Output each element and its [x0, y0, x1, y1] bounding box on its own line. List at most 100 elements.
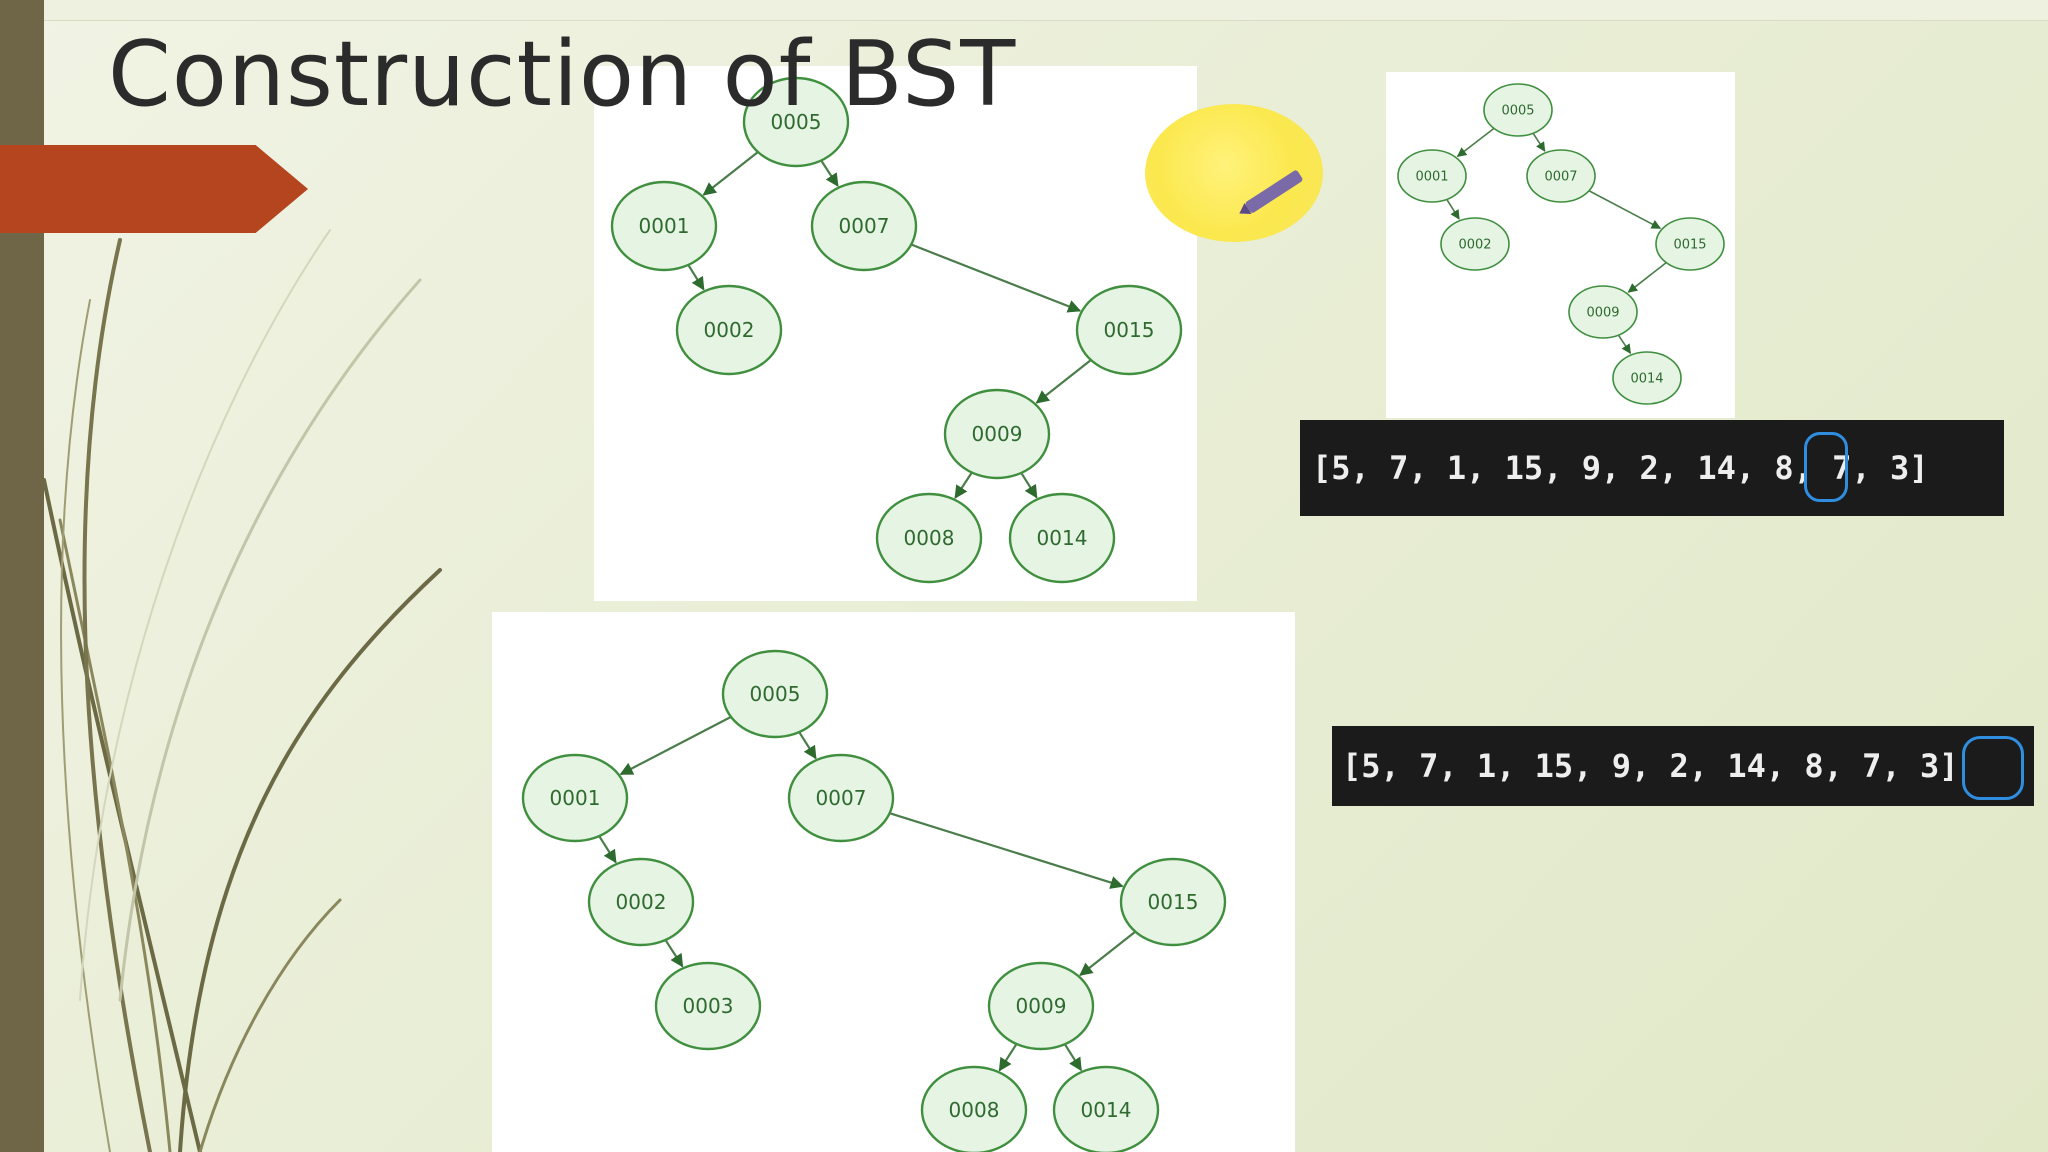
node-label: 0005	[750, 682, 801, 706]
node-ellipse	[521, 753, 629, 843]
node-label: 0007	[1544, 170, 1577, 185]
node-ellipse	[1119, 857, 1227, 947]
tree-node: 0005	[742, 76, 850, 168]
node-label: 0002	[1458, 238, 1491, 253]
node-ellipse	[943, 388, 1051, 480]
highlight-ring-8	[1804, 432, 1848, 502]
highlight-ring-3	[1962, 736, 2024, 800]
node-label: 0007	[816, 786, 867, 810]
node-label: 0005	[771, 110, 822, 134]
edge-0009-0014	[1020, 472, 1038, 499]
node-label: 0014	[1081, 1098, 1132, 1122]
array-box-1: [5, 7, 1, 15, 9, 2, 14, 8, 7, 3]	[1300, 420, 2004, 516]
slide-title: Construction of BST	[108, 22, 1017, 127]
node-ellipse	[920, 1065, 1028, 1152]
tree-panel-small: 0005 0001 0007 0002 0015 0009 0014	[1386, 72, 1735, 418]
tree-node: 0007	[1526, 149, 1596, 203]
edge-0005-0007	[1532, 132, 1546, 152]
node-ellipse	[610, 180, 718, 272]
tree-diagram-small: 0005 0001 0007 0002 0015 0009 0014	[1397, 83, 1725, 405]
node-ellipse	[1568, 285, 1638, 339]
tree-node: 0002	[1440, 217, 1510, 271]
node-ellipse	[721, 649, 829, 739]
tree-node: 0009	[943, 388, 1051, 480]
tree-node: 0015	[1655, 217, 1725, 271]
node-ellipse	[587, 857, 695, 947]
edge-0002-0003	[664, 939, 684, 968]
edge-0001-0002	[598, 835, 617, 864]
edge-0005-0001	[702, 151, 759, 196]
tree-node: 0001	[610, 180, 718, 272]
tree-panel-bottom: 0005 0001 0007 0002 0003 0015 0009 0008 0014	[492, 612, 1295, 1152]
tree-node: 0009	[1568, 285, 1638, 339]
node-ellipse	[654, 961, 762, 1051]
tree-node: 0015	[1075, 284, 1183, 376]
node-ellipse	[1483, 83, 1553, 137]
node-label: 0003	[683, 994, 734, 1018]
node-ellipse	[1397, 149, 1467, 203]
node-label: 0002	[616, 890, 667, 914]
edge-0001-0002	[687, 264, 705, 291]
tree-node: 0007	[787, 753, 895, 843]
tree-node: 0001	[521, 753, 629, 843]
tree-diagram-bottom: 0005 0001 0007 0002 0003 0015 0009 0008 0014	[521, 649, 1227, 1152]
edge-0009-0014	[1617, 334, 1632, 354]
array-box-2: [5, 7, 1, 15, 9, 2, 14, 8, 7, 3]	[1332, 726, 2034, 806]
tree-node: 0002	[587, 857, 695, 947]
node-ellipse	[675, 284, 783, 376]
node-label: 0014	[1037, 526, 1088, 550]
tree-node: 0007	[810, 180, 918, 272]
node-label: 0009	[1016, 994, 1067, 1018]
node-ellipse	[875, 492, 983, 584]
array-text-1: [5, 7, 1, 15, 9, 2, 14, 8, 7, 3]	[1312, 449, 1929, 487]
tree-node: 0014	[1008, 492, 1116, 584]
grass-decoration	[42, 229, 442, 1152]
node-ellipse	[987, 961, 1095, 1051]
tree-node: 0015	[1119, 857, 1227, 947]
node-label: 0015	[1673, 238, 1706, 253]
node-label: 0008	[949, 1098, 1000, 1122]
node-ellipse	[742, 76, 850, 168]
node-label: 0014	[1630, 372, 1663, 387]
edge-0009-0014	[1063, 1043, 1082, 1072]
node-ellipse	[1008, 492, 1116, 584]
top-strip	[30, 0, 2048, 21]
node-ellipse	[1612, 351, 1682, 405]
edge-0007-0015	[910, 243, 1082, 313]
node-label: 0015	[1104, 318, 1155, 342]
node-ellipse	[1526, 149, 1596, 203]
tree-node: 0001	[1397, 149, 1467, 203]
node-ellipse	[1655, 217, 1725, 271]
tree-node: 0014	[1612, 351, 1682, 405]
array-text-2: [5, 7, 1, 15, 9, 2, 14, 8, 7, 3]	[1342, 747, 1959, 785]
node-label: 0001	[550, 786, 601, 810]
tree-node: 0009	[987, 961, 1095, 1051]
node-label: 0001	[639, 214, 690, 238]
edge-0009-0008	[998, 1043, 1018, 1072]
node-label: 0009	[1586, 306, 1619, 321]
tree-node: 0008	[920, 1065, 1028, 1152]
node-ellipse	[787, 753, 895, 843]
node-ellipse	[1075, 284, 1183, 376]
edge-0015-0009	[1079, 930, 1137, 976]
node-label: 0005	[1501, 104, 1534, 119]
tree-node: 0005	[1483, 83, 1553, 137]
edge-0001-0002	[1446, 198, 1460, 220]
tree-node: 0014	[1052, 1065, 1160, 1152]
tree-node: 0003	[654, 961, 762, 1051]
edge-0005-0007	[798, 731, 817, 760]
node-label: 0007	[839, 214, 890, 238]
edge-0015-0009	[1627, 261, 1667, 293]
edge-0005-0001	[1456, 127, 1495, 157]
tree-node: 0008	[875, 492, 983, 584]
edge-0005-0007	[820, 159, 839, 187]
edge-0007-0015	[889, 812, 1124, 889]
node-label: 0015	[1148, 890, 1199, 914]
accent-arrow	[0, 145, 308, 233]
node-label: 0001	[1415, 170, 1448, 185]
node-label: 0008	[904, 526, 955, 550]
tree-node: 0005	[721, 649, 829, 739]
